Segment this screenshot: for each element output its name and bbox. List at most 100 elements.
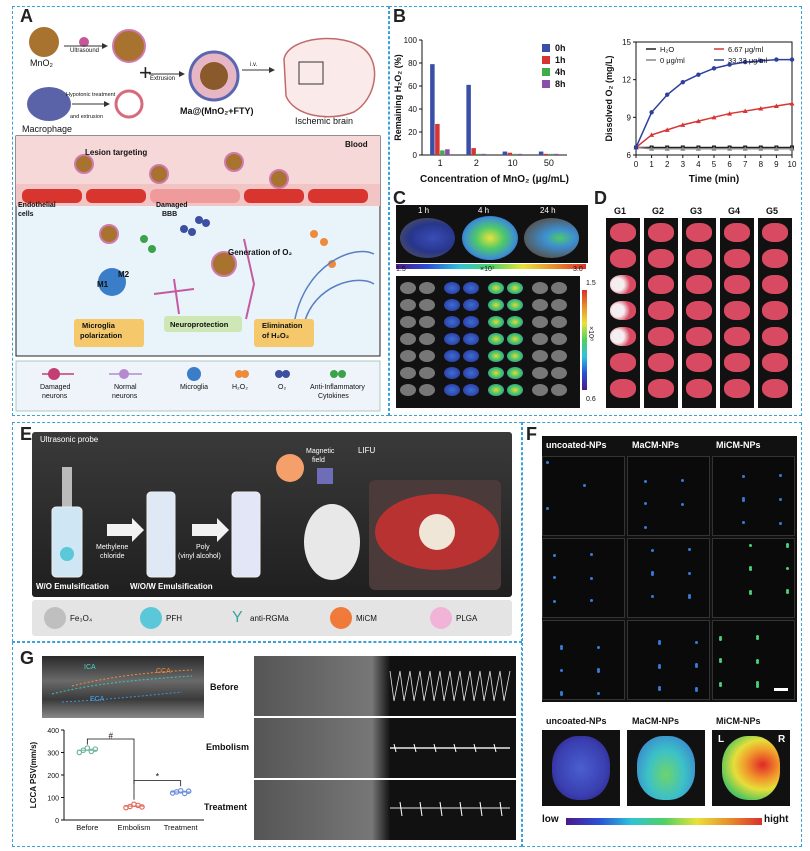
cell-signal [742,475,745,478]
f-bottom-col-3: MiCM-NPs [716,716,761,726]
organ-tile [444,316,460,328]
cell-signal [779,498,782,501]
cell-signal [590,599,593,602]
x-tick-label: 4 [696,160,701,169]
organ-tile [488,333,504,345]
legend-swatch-8h [542,80,550,88]
x-tick-label: Treatment [164,823,199,832]
organ-tile [532,333,548,345]
panel-f-label: F [526,424,537,444]
e-legend-fe3o4: Fe₃O₄ [70,614,93,623]
organ-tile [419,367,435,379]
anti-rgma-icon: Y [232,609,243,626]
micm-np [276,454,304,482]
cell-signal [651,573,654,576]
panel-bcd-frame [389,6,802,416]
cell-signal [719,684,722,687]
organ-tile [507,367,523,379]
e-probe-label: Ultrasonic probe [40,435,99,444]
cell-signal [786,591,789,594]
ttc-column [644,218,678,408]
cell-signal [546,507,549,510]
ttc-slice [648,301,674,320]
legend-swatch-1h [542,56,550,64]
y-tick-label: 9 [627,113,632,122]
e-wow: W/O/W Emulsification [130,582,213,591]
organ-tile [444,282,460,294]
ttc-slice [762,353,788,372]
legend-label-0h: 0h [555,43,566,53]
tube-3 [231,491,261,578]
ttc-slice [762,223,788,242]
organ-tile [400,316,416,328]
ttc-slice [610,353,636,372]
cell-signal [560,669,563,672]
x-tick-label: 7 [743,160,748,169]
bar-4h-1 [440,150,445,155]
organ-tile [444,333,460,345]
bar-0h-10 [502,151,508,155]
cell-signal [590,553,593,556]
cell-signal [688,594,691,597]
ttc-slice [648,327,674,346]
panel-c-label: C [393,188,406,208]
brain-outline [283,37,376,118]
blood-label: Blood [345,140,368,149]
microglia-cell [98,268,126,296]
f-left: L [718,734,725,745]
cell-signal [583,484,586,487]
legend-o2: O₂ [278,384,287,391]
ttc-slice [762,301,788,320]
point-0 μg/ml [742,146,748,151]
micrograph-cell [542,538,625,618]
organ-tile [532,299,548,311]
cell-signal [695,663,698,666]
y-tick-label: 20 [408,128,417,137]
ttc-group-label: G5 [766,206,779,216]
bar-8h-2 [481,153,486,155]
e-pva2: (vinyl alcohol) [178,553,221,560]
organ-tile [532,316,548,328]
cells-label: cells [18,211,34,218]
e-methylene: Methylene [96,544,129,551]
legend-normal-2: neurons [112,393,138,400]
ttc-slice [724,327,750,346]
neuroprotection-box [164,316,242,332]
organ-tile [507,282,523,294]
cell-signal [786,543,789,546]
micrograph-cell [627,620,710,700]
organ-tile [507,316,523,328]
sig-bracket-2 [133,780,182,787]
f-colorbar [566,818,762,825]
micrograph-cell [542,620,625,700]
point-0 μg/ml [727,146,733,151]
cell-signal [658,640,661,643]
cell-signal [695,665,698,668]
dot-Treatment [185,788,192,795]
f-bottom-col-1: uncoated-NPs [546,716,607,726]
f-right: R [778,734,786,745]
svg-text:+: + [139,60,152,85]
e-chloride: chloride [100,553,125,560]
plga-icon [430,607,452,629]
bar-4h-2 [476,153,481,155]
organ-tile [488,384,504,396]
extrusion-label: Extrusion [150,76,176,82]
c-scale-exp: ×10⁷ [480,266,495,273]
g-vessel-lines [51,669,193,703]
ttc-slice [686,379,712,398]
c-side-min: 0.6 [586,396,596,403]
point-6.67 μg/ml [664,127,670,132]
cell-signal [786,545,789,548]
damaged-bbb-label-2: BBB [162,211,178,218]
organ-tile [507,299,523,311]
elimination-label-1: Elimination [262,321,303,330]
g-doppler-treatment [254,780,516,840]
f-brain-macm [627,730,705,806]
f-high: hight [764,814,789,825]
legend-damaged-1: Damaged [40,384,71,391]
f-low: low [542,814,559,825]
